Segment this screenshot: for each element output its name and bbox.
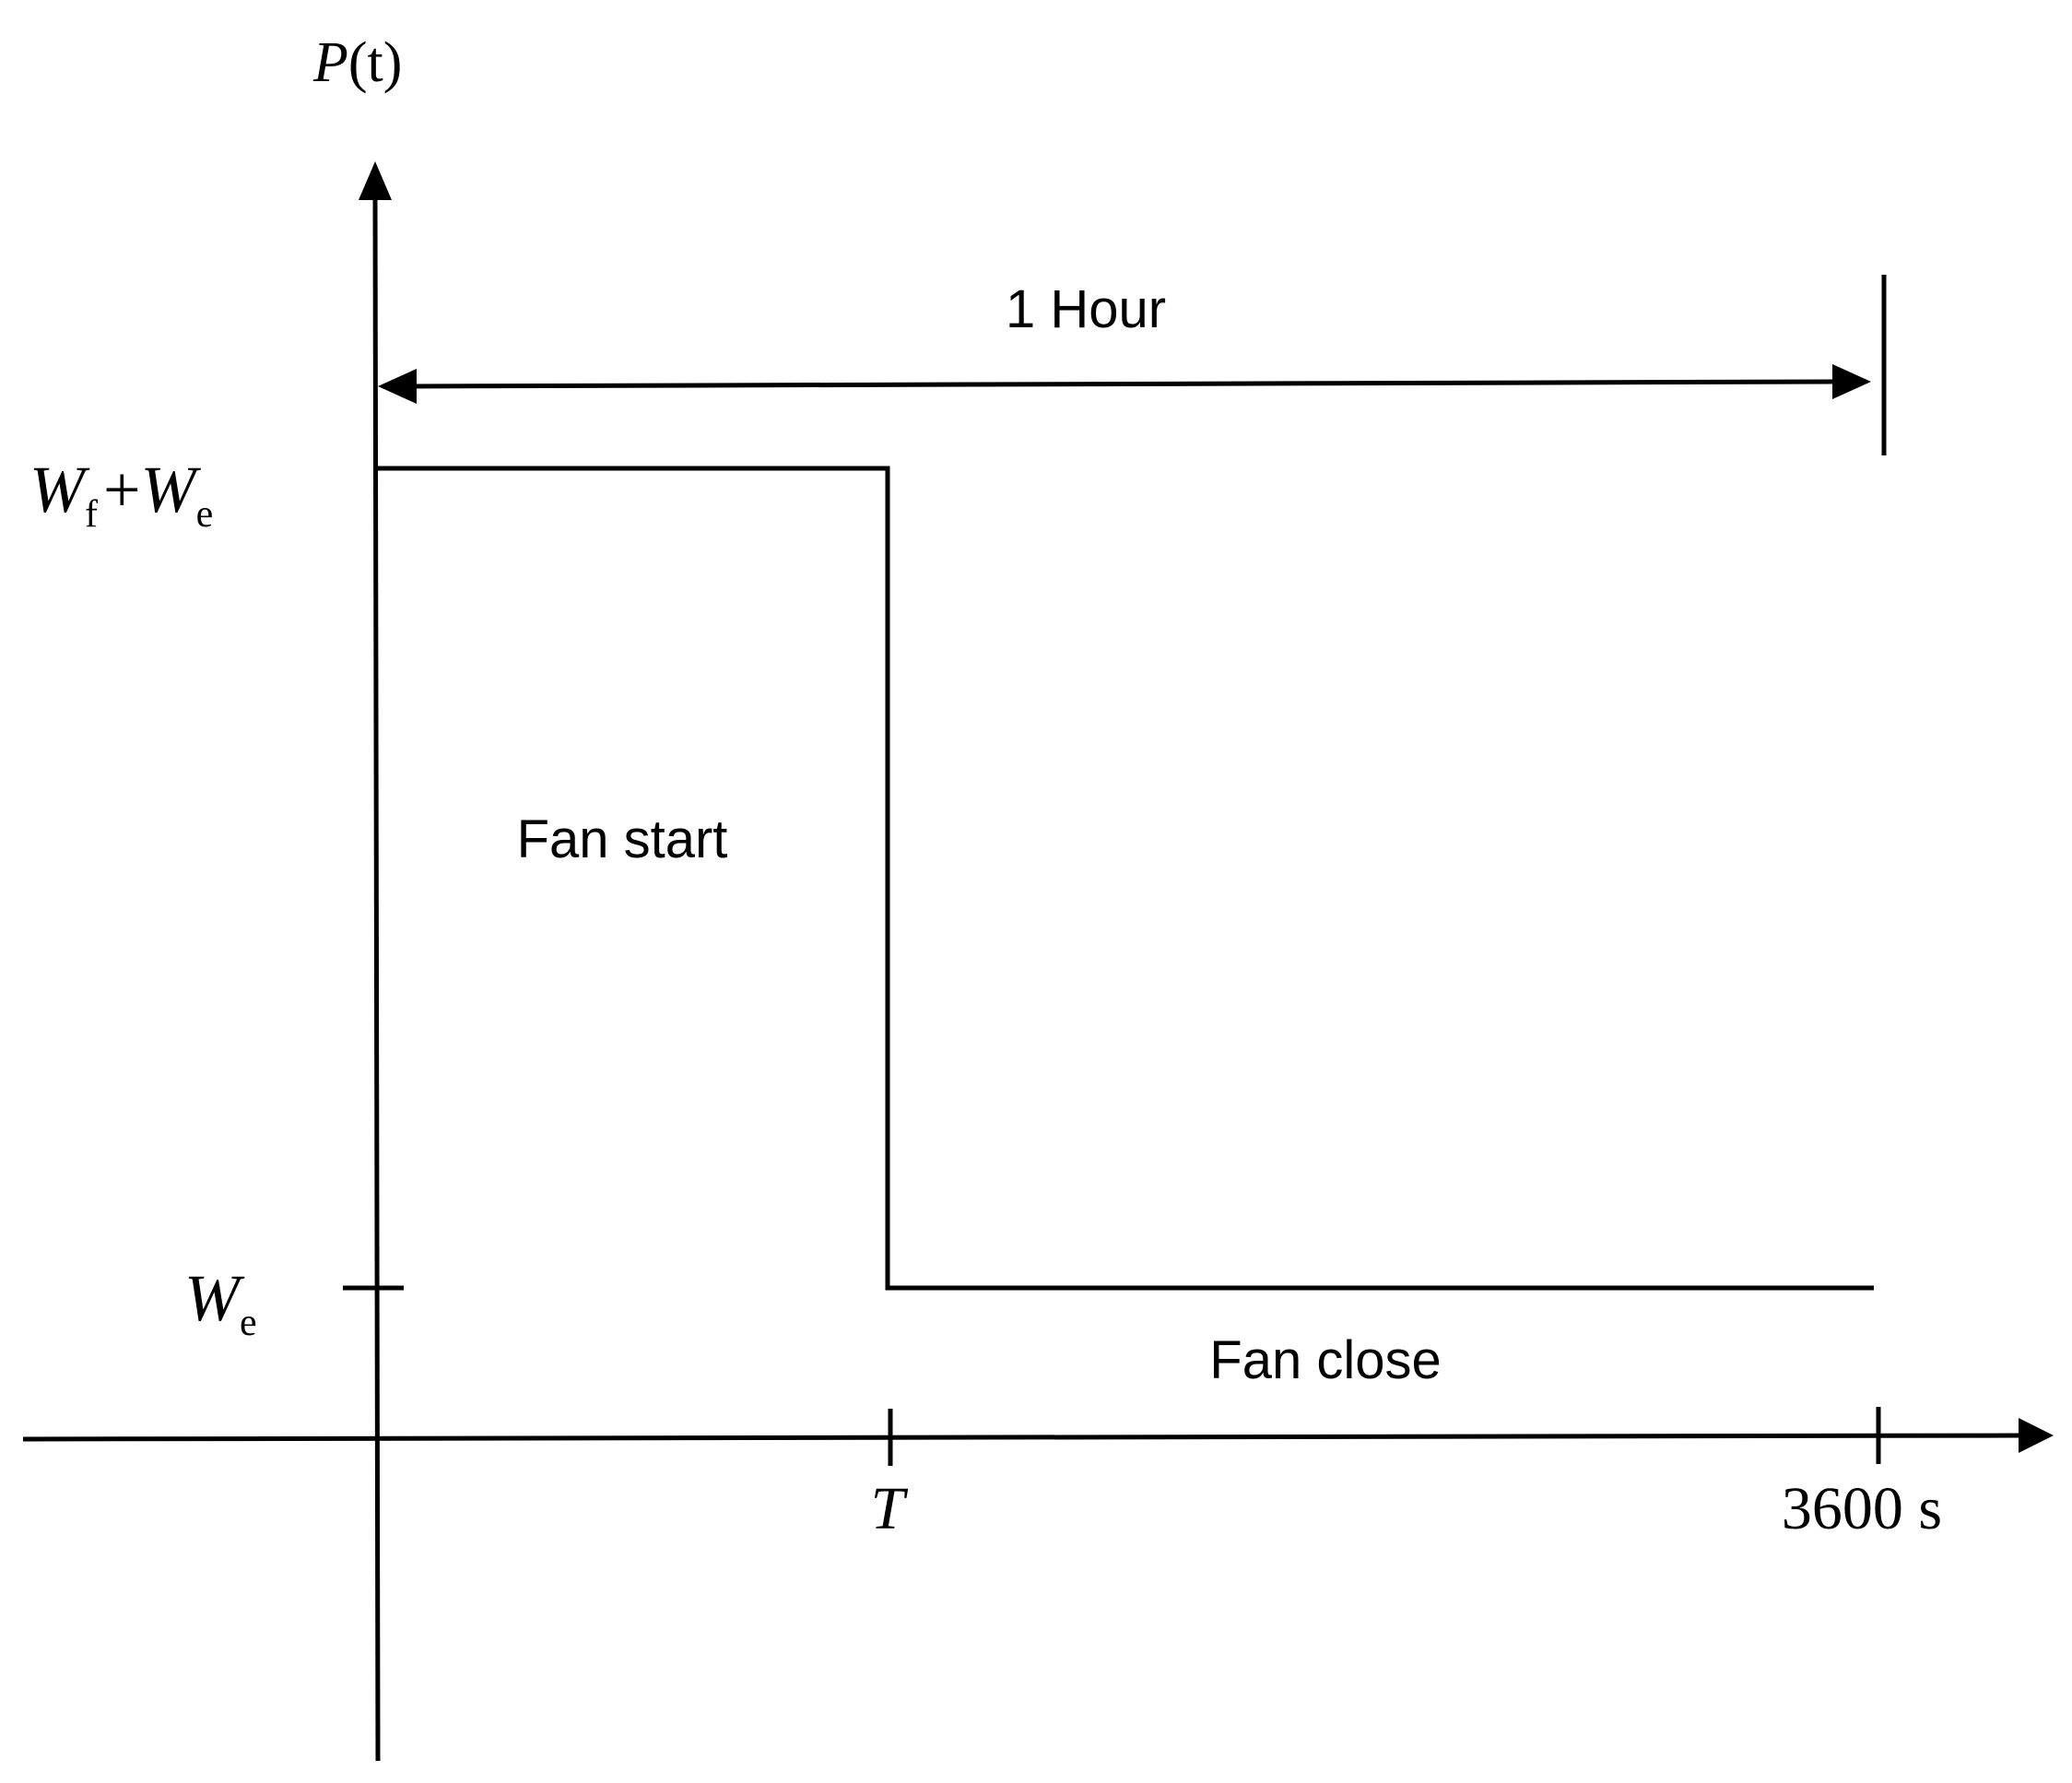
y-axis xyxy=(372,193,381,1762)
x-tick-label-3600: 3600 s xyxy=(1782,1475,1942,1542)
fan-start-label: Fan start xyxy=(517,809,728,869)
span-label: 1 Hour xyxy=(1006,279,1166,339)
level-low-label: We xyxy=(184,1261,257,1344)
y-axis-label: P(t) xyxy=(312,31,402,94)
x-axis-arrowhead xyxy=(2019,1418,2054,1453)
span-arrow-left-head xyxy=(378,369,417,404)
y-axis-arrowhead xyxy=(359,161,392,200)
x-tick-label-T: T xyxy=(871,1475,909,1542)
level-high-label: Wf+We xyxy=(29,453,213,536)
power-step-curve xyxy=(376,466,1874,1291)
span-arrow-line xyxy=(409,379,1835,389)
fan-close-label: Fan close xyxy=(1209,1330,1441,1390)
x-axis xyxy=(22,1433,2024,1442)
span-arrow-right-head xyxy=(1832,364,1871,399)
